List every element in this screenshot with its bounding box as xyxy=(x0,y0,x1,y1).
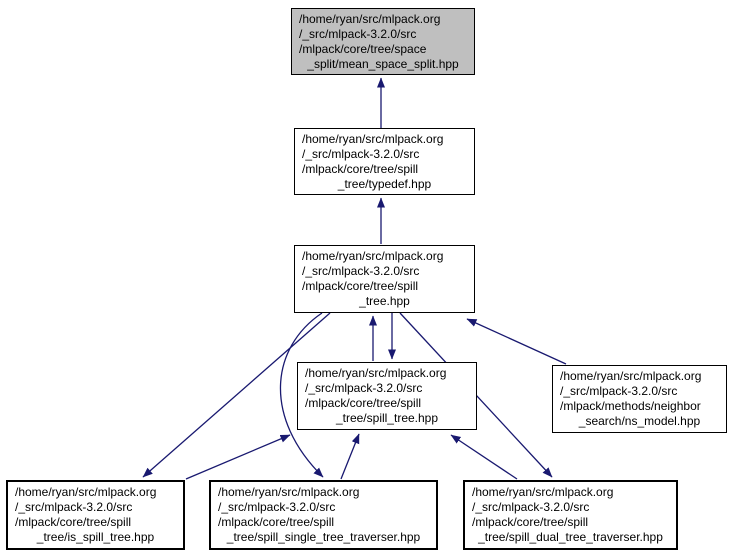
node-label-line: /mlpack/core/tree/space xyxy=(299,42,427,56)
node-label-line: /home/ryan/src/mlpack.org xyxy=(302,249,444,263)
graph-node-ns-model[interactable]: /home/ryan/src/mlpack.org /_src/mlpack-3… xyxy=(552,365,727,433)
node-label-line: /mlpack/core/tree/spill xyxy=(15,515,132,529)
graph-node-typedef[interactable]: /home/ryan/src/mlpack.org /_src/mlpack-3… xyxy=(294,128,475,195)
graph-node-spill-tree-spill-tree[interactable]: /home/ryan/src/mlpack.org /_src/mlpack-3… xyxy=(297,362,477,430)
edge-is-spill-tree-to-spill-tree-spill-tree xyxy=(185,434,291,480)
graph-node-spill-dual-tree-traverser[interactable]: /home/ryan/src/mlpack.org /_src/mlpack-3… xyxy=(463,480,678,550)
node-label-line: _tree/spill_single_tree_traverser.hpp xyxy=(226,530,421,544)
node-label-line: /mlpack/core/tree/spill xyxy=(302,162,419,176)
node-label-line: /mlpack/methods/neighbor xyxy=(560,399,701,413)
node-label-line: /_src/mlpack-3.2.0/src xyxy=(302,147,420,161)
edge-spill-tree-to-spill-single-tree-traverser xyxy=(279,312,324,478)
node-label-line: /mlpack/core/tree/spill xyxy=(472,515,589,529)
node-label-line: /home/ryan/src/mlpack.org xyxy=(560,369,702,383)
node-label-line: _tree.hpp xyxy=(359,294,410,308)
graph-node-spill-single-tree-traverser[interactable]: /home/ryan/src/mlpack.org /_src/mlpack-3… xyxy=(209,480,438,550)
node-label-line: /home/ryan/src/mlpack.org xyxy=(218,485,360,499)
node-label-line: /_src/mlpack-3.2.0/src xyxy=(218,500,336,514)
node-label-line: _tree/spill_dual_tree_traverser.hpp xyxy=(478,530,663,544)
node-label-line: _tree/typedef.hpp xyxy=(337,177,432,191)
node-label-line: /home/ryan/src/mlpack.org xyxy=(15,485,157,499)
edge-ns-model-to-spill-tree xyxy=(466,318,567,365)
node-label-line: _split/mean_space_split.hpp xyxy=(307,57,459,71)
node-label-line: /mlpack/core/tree/spill xyxy=(218,515,335,529)
edge-spill-dual-to-spill-tree-spill-tree xyxy=(450,434,518,480)
edge-spill-single-to-spill-tree-spill-tree xyxy=(340,433,360,480)
node-label-line: /home/ryan/src/mlpack.org xyxy=(302,132,444,146)
graph-node-is-spill-tree[interactable]: /home/ryan/src/mlpack.org /_src/mlpack-3… xyxy=(6,480,185,550)
node-label-line: /home/ryan/src/mlpack.org xyxy=(299,12,441,26)
node-label-line: /home/ryan/src/mlpack.org xyxy=(472,485,614,499)
node-label-line: /_src/mlpack-3.2.0/src xyxy=(560,384,678,398)
node-label-line: /home/ryan/src/mlpack.org xyxy=(305,366,447,380)
node-label-line: /_src/mlpack-3.2.0/src xyxy=(302,264,420,278)
graph-node-spill-tree[interactable]: /home/ryan/src/mlpack.org /_src/mlpack-3… xyxy=(294,245,475,313)
node-label-line: /_src/mlpack-3.2.0/src xyxy=(299,27,417,41)
graph-node-mean-space-split: /home/ryan/src/mlpack.org /_src/mlpack-3… xyxy=(291,8,475,75)
node-label-line: /_src/mlpack-3.2.0/src xyxy=(472,500,590,514)
node-label-line: /mlpack/core/tree/spill xyxy=(305,396,422,410)
node-label-line: /_src/mlpack-3.2.0/src xyxy=(305,381,423,395)
node-label-line: /_src/mlpack-3.2.0/src xyxy=(15,500,133,514)
node-label-line: _search/ns_model.hpp xyxy=(578,414,701,428)
node-label-line: _tree/is_spill_tree.hpp xyxy=(36,530,155,544)
node-label-line: /mlpack/core/tree/spill xyxy=(302,279,419,293)
edge-spill-tree-to-is-spill-tree xyxy=(142,312,331,478)
node-label-line: _tree/spill_tree.hpp xyxy=(335,411,439,425)
